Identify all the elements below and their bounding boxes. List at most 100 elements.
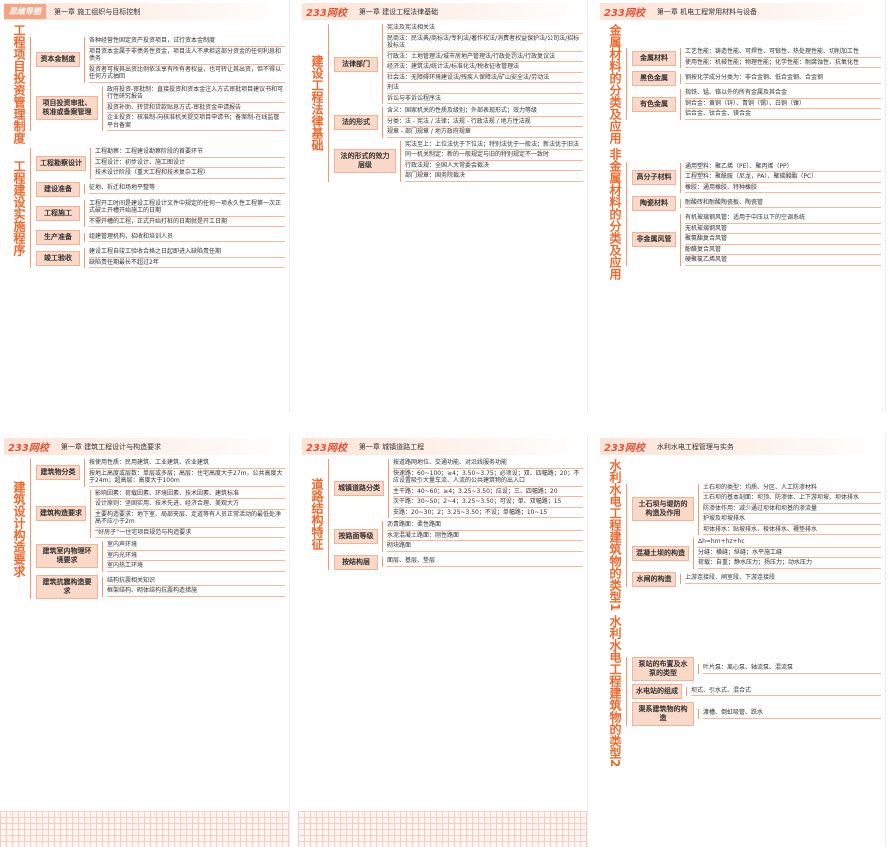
mindmap-card[interactable]: 思维导图第一章 施工组织与目标控制工程项目投资管理制度资本金制度各种经营性固定资… (0, 0, 290, 412)
brand-logo: 233网校 (306, 8, 347, 19)
leaf-node: 指铁、锰、铬以外的所有金属及其合金 (685, 89, 881, 99)
mindmap-card[interactable]: 233网校第一章 机电工程常用材料与设备金属材料的分类及应用金属材料工艺性能：铸… (596, 0, 886, 412)
branch: 按路面等级沥青路面：柔性路面水泥混凝土路面：刚性路面砌块路面 (334, 521, 583, 552)
branch: 水闸的构造上游连接段、闸室段、下游连接段 (632, 571, 881, 587)
leaf-node: 渡槽、倒虹吸管、跌水 (703, 709, 881, 719)
leaf-node: 影响因素：荷载因素、环境因素、技术因素、建筑标准 (95, 490, 285, 499)
branch-node: 建设准备 (36, 181, 80, 197)
branch: 城镇道路分类按道路网地位、交通功能、对沿线服务功能快速路：60~100；≥4；3… (334, 459, 583, 518)
leaf-node: 通用塑料：聚乙烯（PE）、聚丙烯（PP） (685, 163, 881, 172)
branch: 竣工验收建设工程自竣工验收合格之日起即进入缺陷责任期缺陷责任期最长不超过2年 (36, 248, 285, 268)
leaf-list: 宪法及宪法相关法民商法：民法典/商标法/专利法/著作权法/消费者权益保护法/公司… (382, 24, 583, 104)
leaf-node: 社会法：无障碍环境建设法/残疾人保障法/矿山安全法/劳动法 (387, 74, 583, 83)
chapter-title: 第一章 施工组织与目标控制 (54, 7, 141, 16)
mindmap-body: 工程项目投资管理制度资本金制度各种经营性固定资产投资项目，试行资本金制度项目资本… (0, 20, 289, 270)
branch-node: 金属材料 (632, 50, 676, 66)
leaf-list: 土石坝的类型：均质、分区、人工防渗材料土石坝的基本剖面：坝顶、防渗体、上下游坝坡… (698, 483, 881, 536)
leaf-node: 政府投资-审批制：直接投资和资本金注入方式审批项目建议书和可行性研究报告 (107, 86, 285, 103)
leaf-list: 各种经营性固定资产投资项目，试行资本金制度项目资本金属于非债务性资金，项目法人不… (84, 37, 285, 83)
branch-list: 法律部门宪法及宪法相关法民商法：民法典/商标法/专利法/著作权法/消费者权益保护… (328, 24, 583, 182)
section-title: 建筑设计构造要求 (12, 480, 26, 577)
leaf-node: 铝合金、钛合金、镁合金 (685, 110, 881, 120)
branch-list: 金属材料工艺性能：铸造性能、可焊性、可锻性、热处理性能、切削加工性使用性能：机械… (626, 48, 881, 120)
leaf-node: 项目资本金属于非债务性资金，项目法人不承担这部分资金的任何利息和债务 (89, 48, 285, 65)
mindmap-card[interactable]: 233网校第一章 建筑工程设计与构造要求建筑设计构造要求建筑物分类按使用性质：民… (0, 435, 290, 847)
leaf-list: 工程勘察：工程建设勘察阶段的首要环节工程设计：初步设计、施工图设计技术设计阶段（… (90, 148, 285, 179)
mindmap-section: 建筑设计构造要求建筑物分类按使用性质：民用建筑、工业建筑、农业建筑按地上高度或层… (8, 459, 285, 599)
brand-logo: 233网校 (8, 443, 49, 454)
branch: 水电站的组成坝式、引水式、混合式 (632, 684, 881, 700)
leaf-list: 组建管理机构，招收和培训人员 (84, 232, 285, 243)
leaf-node: 钢按化学成分分类为：非合金钢、低合金钢、合金钢 (685, 74, 881, 84)
leaf-node: 组建管理机构，招收和培训人员 (89, 233, 285, 243)
leaf-node: 室内声环境 (107, 541, 285, 551)
branch: 建筑室内物理环境要求室内声环境室内光环境室内热工环境 (36, 541, 285, 572)
branch: 建筑构造要求影响因素：荷载因素、环境因素、技术因素、建筑标准设计原则：坚固实用、… (36, 489, 285, 538)
branch-node: 非金属风管 (632, 232, 676, 248)
leaf-node: 诉讼与非诉讼程序法 (387, 95, 583, 104)
branch-node: 按路面等级 (334, 528, 378, 544)
branch: 生产准备组建管理机构，招收和培训人员 (36, 230, 285, 245)
chapter-title: 第一章 城镇道路工程 (358, 442, 425, 451)
leaf-node: 规章 - 部门规章 / 地方政府规章 (387, 128, 583, 138)
leaf-node: 建设工程自竣工验收合格之日起即进入缺陷责任期 (89, 248, 285, 258)
leaf-node: 护坡及坝坡排水 (703, 515, 881, 525)
branch: 渠系建筑物的构造渡槽、倒虹吸管、跌水 (632, 702, 881, 727)
branch-node: 陶瓷材料 (632, 196, 676, 211)
leaf-node: 投资者可按其出资比例依法享有所有者权益，也可转让其出资，但不得以任何方式抽回 (89, 66, 285, 83)
leaf-node: 室内光环境 (107, 552, 285, 561)
branch-node: 项目投资审批、核准或备案管理 (36, 96, 98, 121)
branch-node: 按结构层 (334, 554, 378, 570)
branch-node: 建筑物分类 (36, 465, 80, 481)
branch-node: 混凝土坝的构造 (632, 545, 689, 561)
leaf-node: 技术设计阶段（重大工程和技术复杂工程） (95, 169, 285, 179)
section-title: 工程建设实施程序 (12, 160, 26, 256)
branch-node: 竣工验收 (36, 250, 80, 266)
chapter-title: 水利水电工程管理与实务 (656, 442, 734, 451)
branch: 泵站的布置及水泵的类型叶片泵：离心泵、轴流泵、混流泵 (632, 657, 881, 682)
leaf-node: 设计原则：坚固实用、技术先进、经济合理、美观大方 (95, 500, 285, 510)
section-title: 道路结构特征 (310, 478, 324, 551)
branch: 非金属风管有机玻璃钢风管：适用于中压以下的空调系统无机玻璃钢风管聚氨酯复合风管酚… (632, 214, 881, 266)
leaf-node: 土石坝的类型：均质、分区、人工防渗材料 (703, 484, 881, 494)
leaf-list: 指铁、锰、铬以外的所有金属及其合金铜合金：黄铜（锌）、青铜（锡）、白铜（镍）铝合… (680, 89, 881, 120)
section-title: 建设工程法律基础 (310, 54, 324, 151)
leaf-list: 工艺性能：铸造性能、可焊性、可锻性、热处理性能、切削加工性使用性能：机械性能；物… (680, 48, 881, 69)
leaf-node: 工程开工时间是建设工程设计文件中规定的任何一项永久性工程第一次正式破土开槽开始施… (89, 200, 285, 217)
leaf-node: 含义：国家机关的性质及级别；外部表现形式；效力等级 (387, 107, 583, 117)
brand-logo: 233网校 (604, 8, 645, 19)
leaf-node: 支路：20~30；2；3.25~3.50；不设；单幅路；10~15 (393, 509, 583, 518)
section-title: 金属材料的分类及应用 (608, 24, 622, 144)
branch: 法的形式的效力层级宪法至上：上位法优于下位法；特别法优于一般法；新法优于旧法同一… (334, 140, 583, 182)
leaf-node: 防渗体作用：减少通过坝体和坝基的渗流量 (703, 505, 881, 515)
mindmap-card[interactable]: 233网校第一章 建设工程法律基础建设工程法律基础法律部门宪法及宪法相关法民商法… (298, 0, 588, 412)
leaf-node: 主干路：40~60；≥4；3.25~3.50；应设；三、四幅路；20 (393, 488, 583, 497)
leaf-list: 影响因素：荷载因素、环境因素、技术因素、建筑标准设计原则：坚固实用、技术先进、经… (90, 489, 285, 538)
branch-node: 土石坝与堤防的构造及作用 (632, 497, 694, 522)
leaf-node: 按使用性质：民用建筑、工业建筑、农业建筑 (89, 459, 285, 469)
leaf-node: 经济法：建筑法/统计法/标准化法/税收征收管理法 (387, 63, 583, 73)
leaf-node: 叶片泵：离心泵、轴流泵、混流泵 (703, 664, 881, 674)
card-header: 233网校水利水电工程管理与实务 (600, 438, 881, 455)
leaf-node: 快速路：60~100；≥4；3.50~3.75；必须设；双、四幅路；20；不应设… (393, 470, 583, 487)
leaf-node: 按地上高度或层数：单层或多层；高层：住宅高度大于27m，公共高度大于24m；超高… (89, 470, 285, 487)
leaf-list: 叶片泵：离心泵、轴流泵、混流泵 (698, 664, 881, 674)
mindmap-section: 工程建设实施程序工程勘察设计工程勘察：工程建设勘察阶段的首要环节工程设计：初步设… (8, 148, 285, 268)
mindmap-card[interactable]: 233网校第一章 城镇道路工程道路结构特征城镇道路分类按道路网地位、交通功能、对… (298, 435, 588, 847)
branch-node: 渠系建筑物的构造 (632, 702, 694, 727)
branch-node: 有色金属 (632, 97, 676, 112)
leaf-list: 工程开工时间是建设工程设计文件中规定的任何一项永久性工程第一次正式破土开槽开始施… (84, 199, 285, 227)
leaf-node: 工艺性能：铸造性能、可焊性、可锻性、热处理性能、切削加工性 (685, 48, 881, 58)
leaf-node: 部门规章：国务院裁决 (405, 172, 583, 182)
branch-list: 高分子材料通用塑料：聚乙烯（PE）、聚丙烯（PP）工程塑料：聚酰胺（尼龙，PA）… (626, 162, 881, 266)
grid-paper (0, 811, 289, 847)
leaf-list: 政府投资-审批制：直接投资和资本金注入方式审批项目建议书和可行性研究报告投资补助… (102, 85, 285, 131)
leaf-node: 土石坝的基本剖面：坝顶、防渗体、上下游坝坡、坝体排水 (703, 494, 881, 504)
leaf-list: 面层、基层、垫层 (382, 557, 583, 567)
leaf-node: 投资补助、转贷和贷款贴息方式-审批资金申请报告 (107, 104, 285, 113)
